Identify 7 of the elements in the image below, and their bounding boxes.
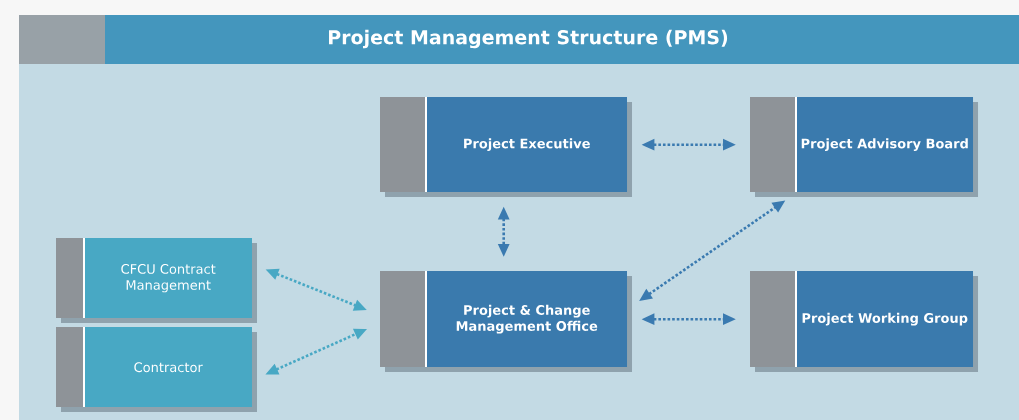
process-box: Project Executive <box>380 96 632 197</box>
process-box: CFCU Contract Management <box>56 237 257 323</box>
process-box: Contractor <box>56 326 257 412</box>
process-box: Project Working Group <box>750 270 978 372</box>
title-bar: Project Management Structure (PMS) <box>19 15 1019 64</box>
process-box: Project Advisory Board <box>750 96 978 197</box>
process-box: Project & Change Management Office <box>380 270 632 372</box>
